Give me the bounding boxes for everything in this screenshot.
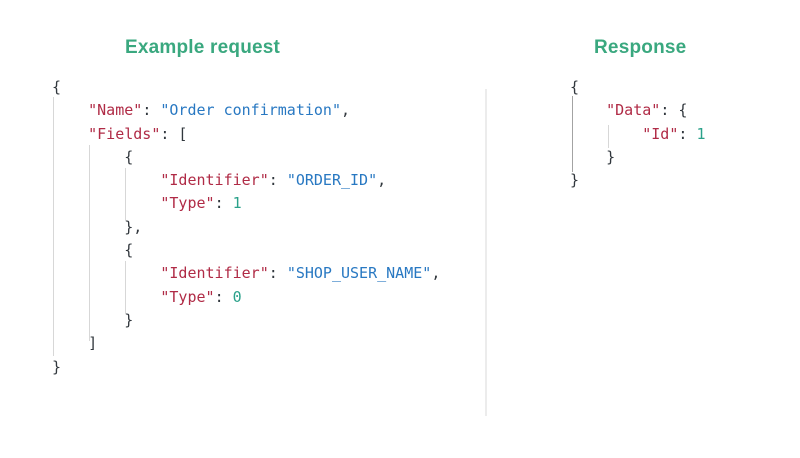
indent-guide <box>608 125 609 148</box>
code-token-punct: : <box>268 171 287 190</box>
code-token-punct: ] <box>88 334 98 353</box>
code-token-punct: { <box>52 78 62 96</box>
code-line: "Data": { <box>570 99 705 122</box>
code-token-key: "Fields" <box>88 124 161 143</box>
code-token-ws <box>52 288 160 306</box>
code-token-punct: }, <box>124 217 143 236</box>
code-token-str: "SHOP_USER_NAME" <box>286 264 432 283</box>
code-token-punct: , <box>431 264 441 283</box>
code-token-ws <box>52 334 88 352</box>
code-token-punct: } <box>52 357 62 376</box>
code-token-key: "Type" <box>160 287 215 306</box>
example-request-title: Example request <box>125 37 281 58</box>
code-line: "Type": 1 <box>52 192 440 215</box>
code-token-punct: : <box>214 287 233 306</box>
request-code-block: { "Name": "Order confirmation", "Fields"… <box>52 76 440 379</box>
code-line: "Identifier": "ORDER_ID", <box>52 169 440 192</box>
panel-divider <box>485 89 487 416</box>
code-token-ws <box>52 101 88 119</box>
code-token-str: "ORDER_ID" <box>286 171 378 190</box>
code-token-punct: : [ <box>160 124 188 143</box>
code-token-punct: } <box>124 310 134 329</box>
code-token-punct: { <box>124 241 134 260</box>
code-line: } <box>570 169 705 192</box>
code-token-str: "Order confirmation" <box>160 101 341 120</box>
code-line: ] <box>52 332 440 355</box>
indent-guide-active <box>572 96 573 172</box>
code-line: { <box>52 76 440 99</box>
code-line: "Identifier": "SHOP_USER_NAME", <box>52 262 440 285</box>
code-token-ws <box>52 264 160 282</box>
code-token-ws <box>52 125 88 143</box>
code-line: } <box>570 146 705 169</box>
code-token-punct: { <box>570 78 580 96</box>
code-line: { <box>52 146 440 169</box>
code-token-key: "Id" <box>642 124 679 143</box>
code-line: "Name": "Order confirmation", <box>52 99 440 122</box>
code-token-punct: } <box>570 171 580 190</box>
code-line: }, <box>52 216 440 239</box>
code-token-ws <box>52 194 160 212</box>
response-code-block: { "Data": { "Id": 1 }} <box>570 76 705 192</box>
code-line: "Fields": [ <box>52 123 440 146</box>
code-token-punct: : <box>268 264 287 283</box>
code-token-key: "Name" <box>88 101 143 120</box>
code-token-punct: } <box>606 147 616 166</box>
code-token-key: "Identifier" <box>160 171 269 190</box>
code-token-punct: : { <box>660 101 688 120</box>
response-title: Response <box>594 37 687 58</box>
code-line: } <box>52 356 440 379</box>
code-token-num: 1 <box>696 124 706 143</box>
code-line: { <box>52 239 440 262</box>
code-line: "Type": 0 <box>52 286 440 309</box>
code-line: { <box>570 76 705 99</box>
code-token-ws <box>570 148 606 166</box>
code-line: "Id": 1 <box>570 123 705 146</box>
code-token-num: 1 <box>232 194 242 213</box>
indent-guide <box>125 168 126 221</box>
code-token-key: "Data" <box>606 101 661 120</box>
code-token-key: "Identifier" <box>160 264 269 283</box>
code-token-punct: { <box>124 147 134 166</box>
code-token-punct: , <box>377 171 387 190</box>
indent-guide <box>53 97 54 356</box>
code-token-punct: : <box>678 124 697 143</box>
code-token-punct: , <box>341 101 351 120</box>
code-token-ws <box>570 125 642 143</box>
code-token-ws <box>52 171 160 189</box>
code-token-key: "Type" <box>160 194 215 213</box>
code-token-punct: : <box>214 194 233 213</box>
code-token-num: 0 <box>232 287 242 306</box>
code-token-punct: : <box>142 101 161 120</box>
code-token-ws <box>570 101 606 119</box>
indent-guide <box>125 261 126 314</box>
code-line: } <box>52 309 440 332</box>
indent-guide <box>89 145 90 341</box>
